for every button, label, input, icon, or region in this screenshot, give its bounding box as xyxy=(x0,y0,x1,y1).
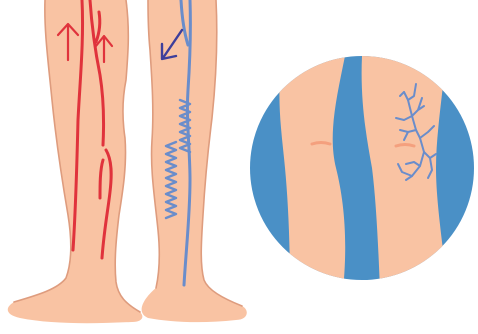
knee-crease-right xyxy=(396,145,414,147)
closeup-leg-left xyxy=(279,56,345,290)
knee-crease-left xyxy=(312,143,330,145)
spider-veins-closeup xyxy=(250,56,474,290)
healthy-leg-skin xyxy=(8,0,143,323)
varicose-leg-skin xyxy=(142,0,247,322)
varicose-leg xyxy=(142,0,247,322)
healthy-leg xyxy=(8,0,143,323)
